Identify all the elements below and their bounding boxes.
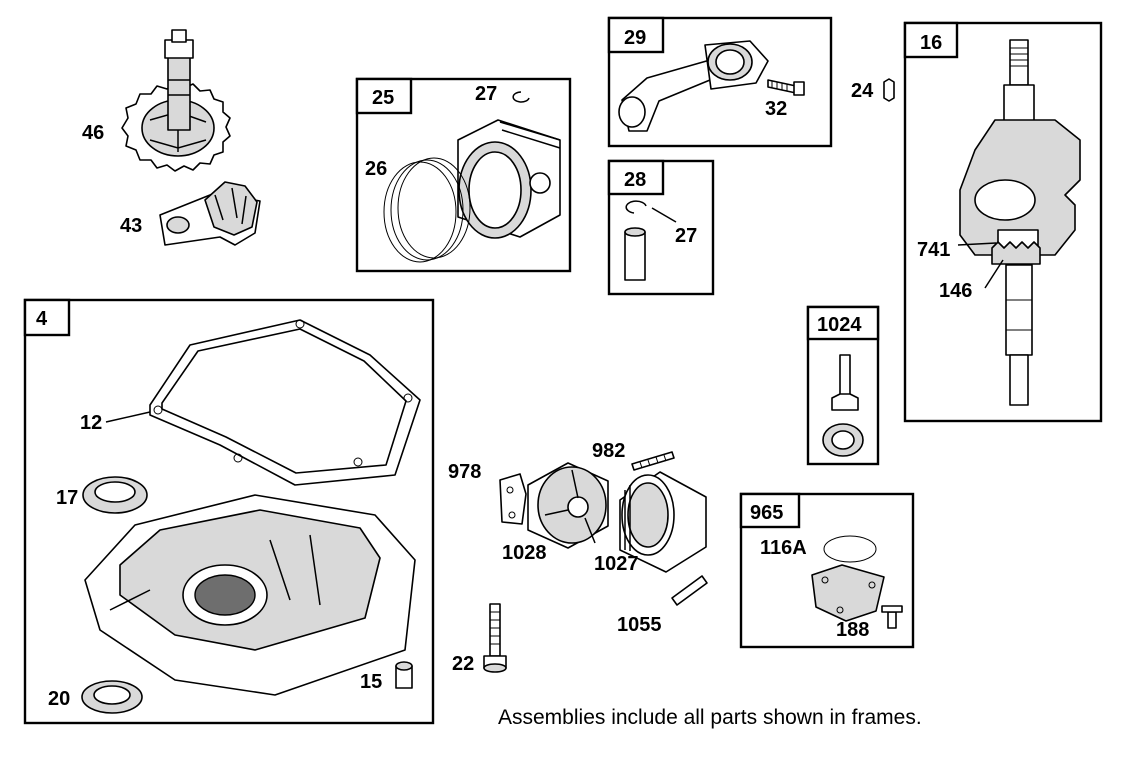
- oil-pump-part: [822, 354, 864, 457]
- frame-25-label: 25: [372, 87, 394, 109]
- dipstick-tube-part: [671, 575, 708, 606]
- callout-22: 22: [452, 653, 474, 675]
- filter-adapter-part: [527, 462, 609, 549]
- drain-plug-part: [395, 661, 413, 689]
- callout-43: 43: [120, 215, 142, 237]
- cover-screw-part: [881, 605, 903, 629]
- footnote-text: Assemblies include all parts shown in fr…: [498, 706, 922, 729]
- oil-seal-part-17: [82, 476, 148, 514]
- frame-965-label: 965: [750, 502, 783, 524]
- frame-29: 29: [607, 16, 833, 148]
- callout-26: 26: [365, 158, 387, 180]
- frame-16-label: 16: [920, 32, 942, 54]
- piston-rings-part: [383, 157, 471, 263]
- callout-15: 15: [360, 671, 382, 693]
- frame-1024: 1024: [806, 305, 880, 466]
- filter-bolt-part: [631, 451, 675, 471]
- callout-978: 978: [448, 461, 481, 483]
- frame-16: 16: [903, 21, 1103, 423]
- callout-146: 146: [939, 280, 972, 302]
- o-ring-part: [823, 535, 877, 563]
- callout-20: 20: [48, 688, 70, 710]
- rod-bolt-part: [767, 79, 805, 96]
- callout-1055: 1055: [617, 614, 662, 636]
- governor-assembly-part: [159, 181, 261, 246]
- piston-pin-part: [624, 227, 646, 281]
- oil-sump-part: [84, 494, 416, 696]
- connecting-rod-part: [618, 40, 769, 132]
- callout-188: 188: [836, 619, 869, 641]
- frame-965: 965: [739, 492, 915, 649]
- callout-982: 982: [592, 440, 625, 462]
- callout-741: 741: [917, 239, 950, 261]
- callout-116A: 116A: [760, 537, 807, 559]
- callout-46: 46: [82, 122, 104, 144]
- frame-4-label: 4: [36, 308, 48, 330]
- camshaft-gear-part: [121, 29, 231, 172]
- piston-part: [457, 119, 561, 239]
- filter-gasket-part: [499, 473, 527, 525]
- frame-1024-label: 1024: [817, 314, 862, 336]
- frame-4: 4: [23, 298, 435, 725]
- callout-1028: 1028: [502, 542, 547, 564]
- piston-clip-part: [512, 91, 530, 103]
- hex-bolt-part: [483, 603, 507, 673]
- frame-28: 28: [607, 159, 715, 296]
- callout-29-32: 32: [765, 98, 787, 120]
- sump-gasket-part: [149, 319, 421, 486]
- crankshaft-part: [959, 39, 1081, 406]
- oil-seal-part-20: [81, 680, 143, 714]
- cover-plate-part: [811, 564, 885, 622]
- callout-25-27: 27: [475, 83, 497, 105]
- callout-1027: 1027: [594, 553, 639, 575]
- pin-clip-part: [625, 200, 647, 214]
- callout-12: 12: [80, 412, 102, 434]
- frame-25: 25: [355, 77, 572, 273]
- frame-28-label: 28: [624, 169, 646, 191]
- callout-17: 17: [56, 487, 78, 509]
- frame-29-label: 29: [624, 27, 646, 49]
- key-part: [883, 78, 895, 102]
- callout-28-27: 27: [675, 225, 697, 247]
- oil-filter-part: [619, 471, 707, 573]
- callout-24: 24: [851, 80, 874, 102]
